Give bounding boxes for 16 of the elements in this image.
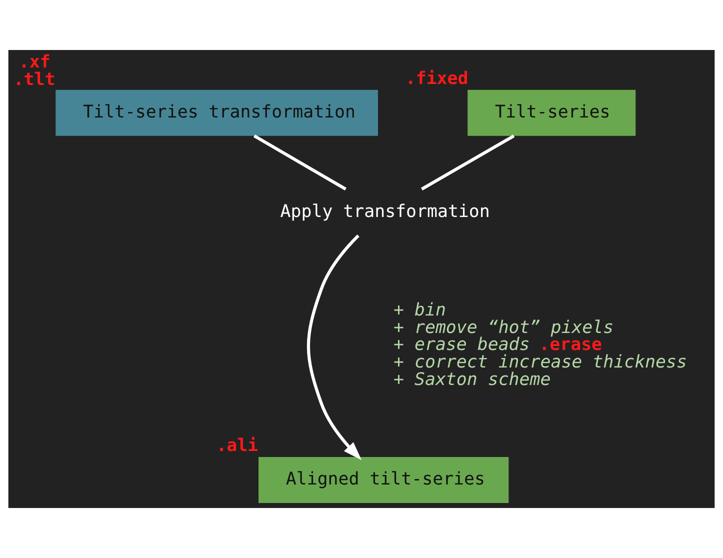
node-label: .ali [216, 436, 258, 456]
label: + correct increase thickness [394, 352, 687, 373]
node-box: Aligned tilt-series [258, 456, 509, 504]
label: + bin [394, 300, 446, 320]
label: + remove “hot” pixels [394, 318, 614, 338]
arrow [306, 234, 362, 460]
node-label: .xf [18, 52, 50, 73]
node-box: Tilt-series [468, 90, 636, 136]
label: + erase beads [394, 335, 530, 356]
node-label: .tlt [13, 70, 56, 90]
node-box: Tilt-series transformation [56, 90, 378, 136]
node-text: Apply transformation [280, 202, 490, 222]
connector [253, 134, 346, 190]
node-label: .fixed [405, 68, 468, 89]
label: + Saxton scheme [394, 370, 551, 390]
connector [420, 134, 515, 190]
